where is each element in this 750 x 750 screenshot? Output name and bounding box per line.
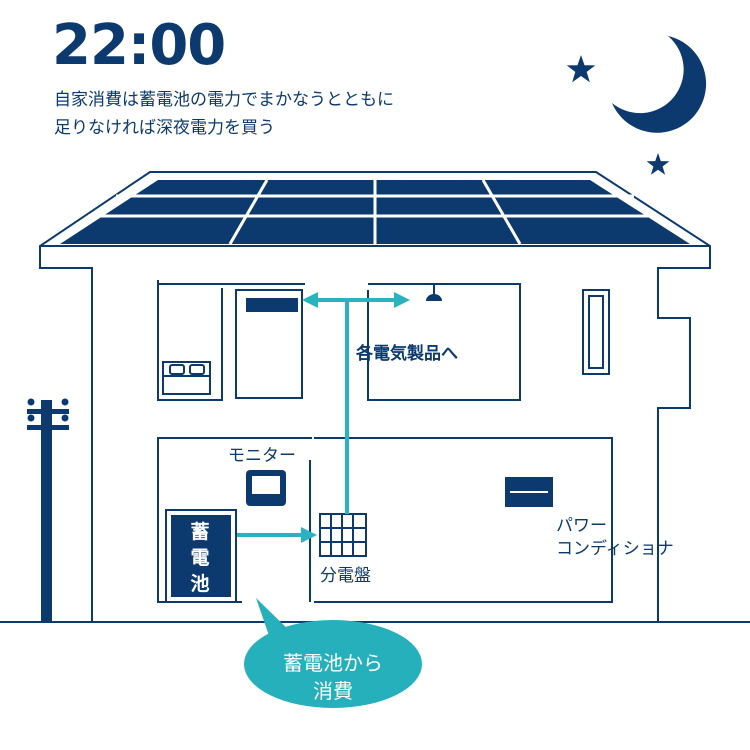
star-icon bbox=[646, 153, 670, 175]
power-conditioner-label-line-2: コンディショナ bbox=[556, 539, 674, 559]
time-heading: 22:00 bbox=[52, 13, 226, 78]
description-line-1: 自家消費は蓄電池の電力でまかなうとともに bbox=[54, 90, 394, 110]
callout-bubble bbox=[244, 598, 422, 708]
utility-pole-icon bbox=[27, 398, 69, 622]
star-icon bbox=[566, 55, 596, 83]
power-flow-lines bbox=[237, 292, 410, 543]
ceiling-light-icon bbox=[426, 285, 442, 301]
monitor-icon bbox=[246, 470, 286, 506]
air-conditioner-icon bbox=[246, 298, 298, 312]
bed-icon bbox=[162, 361, 211, 395]
distribution-panel-label: 分電盤 bbox=[320, 566, 371, 586]
upstairs-room bbox=[157, 280, 305, 401]
monitor-label: モニター bbox=[228, 446, 296, 466]
battery-label-char: 池 bbox=[190, 573, 210, 595]
description-line-2: 足りなければ深夜電力を買う bbox=[54, 118, 275, 138]
moon-icon bbox=[612, 36, 707, 133]
upstairs-right-room bbox=[367, 283, 521, 401]
callout-text-line-1: 蓄電池から bbox=[283, 651, 383, 675]
callout-text-line-2: 消費 bbox=[313, 679, 353, 703]
battery-unit-icon bbox=[165, 509, 237, 603]
power-conditioner-icon bbox=[505, 477, 553, 507]
solar-panels bbox=[60, 179, 690, 245]
window-icon bbox=[582, 289, 610, 375]
battery-label-char: 電 bbox=[190, 547, 210, 569]
battery-label-char: 蓄 bbox=[190, 521, 210, 543]
distribution-panel-icon bbox=[319, 513, 367, 557]
appliances-label: 各電気製品へ bbox=[356, 344, 458, 364]
house-outline bbox=[39, 171, 711, 622]
power-conditioner-label-line-1: パワー bbox=[556, 516, 607, 536]
